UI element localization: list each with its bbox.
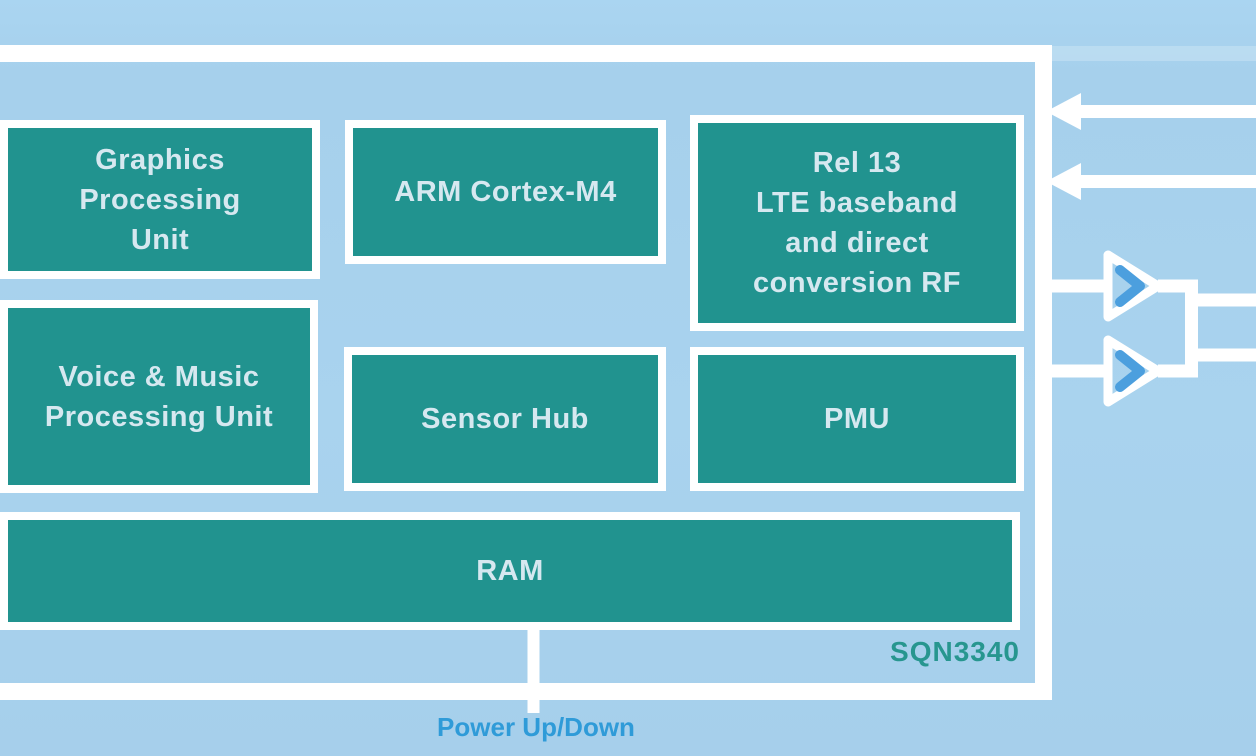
block-voice-music-processing-unit: Voice & Music Processing Unit bbox=[0, 300, 318, 493]
block-label: RAM bbox=[476, 555, 544, 587]
block-pmu: PMU bbox=[690, 347, 1024, 491]
power-up-down-label: Power Up/Down bbox=[437, 712, 635, 742]
block-graphics-processing-unit: Graphics Processing Unit bbox=[0, 120, 320, 279]
chip-part-number: SQN3340 bbox=[890, 636, 1020, 667]
left-arrowhead-icon bbox=[1046, 163, 1081, 200]
block-label: Graphics Processing Unit bbox=[79, 143, 241, 256]
block-arm-cortex-m4: ARM Cortex-M4 bbox=[345, 120, 666, 264]
block-sensor-hub: Sensor Hub bbox=[344, 347, 666, 491]
block-label: ARM Cortex-M4 bbox=[394, 176, 617, 208]
block-lte-baseband-rf: Rel 13 LTE baseband and direct conversio… bbox=[690, 115, 1024, 331]
top-border-fade bbox=[1052, 46, 1256, 61]
rf-amplifier-icon bbox=[1103, 250, 1163, 322]
rf-amplifier-icon bbox=[1103, 335, 1163, 407]
block-label: Sensor Hub bbox=[421, 403, 589, 435]
amp2-arrow-glyph bbox=[1115, 350, 1145, 392]
block-label: Rel 13 LTE baseband and direct conversio… bbox=[753, 147, 961, 299]
block-label: Voice & Music Processing Unit bbox=[44, 360, 274, 433]
amp1-arrow-glyph bbox=[1115, 265, 1145, 307]
block-label: PMU bbox=[824, 403, 890, 435]
block-ram: RAM bbox=[0, 512, 1020, 630]
left-arrowhead-icon bbox=[1046, 93, 1081, 130]
